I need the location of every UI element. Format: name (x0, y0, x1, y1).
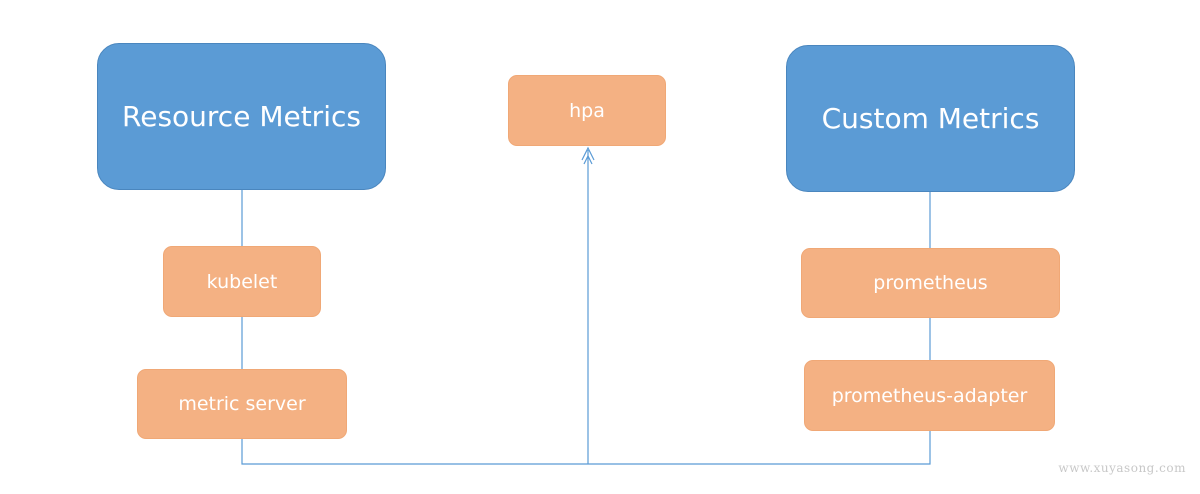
metric-server-label: metric server (178, 393, 306, 415)
hpa-box: hpa (508, 75, 666, 146)
prometheus-label: prometheus (873, 272, 988, 294)
kubelet-label: kubelet (206, 270, 278, 293)
hpa-label: hpa (569, 99, 605, 122)
resource-metrics-box: Resource Metrics (97, 43, 386, 190)
prometheus-adapter-label: prometheus-adapter (831, 384, 1028, 407)
edge-metric-server-to-bus (241, 439, 588, 465)
custom-metrics-label: Custom Metrics (821, 102, 1040, 135)
watermark: www.xuyasong.com (1058, 461, 1186, 475)
resource-metrics-label: Resource Metrics (122, 100, 361, 133)
arrowhead-hpa-inner (583, 154, 593, 165)
custom-metrics-box: Custom Metrics (786, 45, 1075, 192)
metric-server-box: metric server (137, 369, 347, 439)
arrowhead-hpa-outer (581, 146, 595, 161)
edge-prometheus-adapter-to-bus (588, 431, 931, 465)
prometheus-box: prometheus (801, 248, 1060, 318)
prometheus-adapter-box: prometheus-adapter (804, 360, 1055, 431)
kubelet-box: kubelet (163, 246, 321, 317)
